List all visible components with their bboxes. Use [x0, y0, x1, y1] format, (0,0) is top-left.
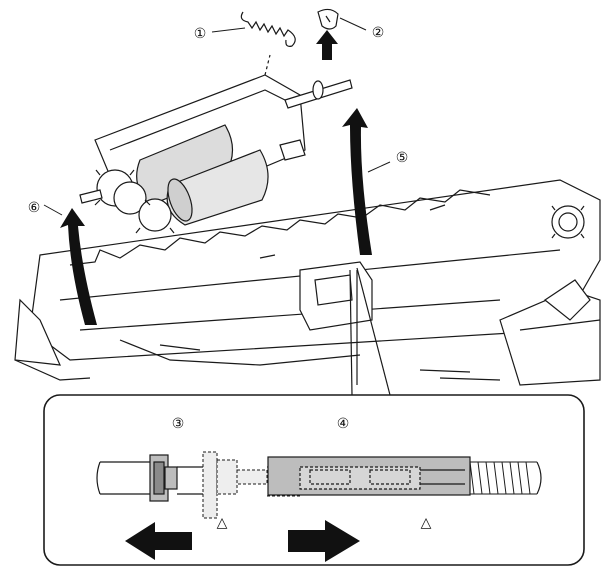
arrow-6	[60, 208, 97, 325]
callout-labels: ① ② ③ ④ ⑤ ⑥	[28, 24, 409, 431]
coupling-part	[267, 456, 471, 496]
inset-spring	[469, 461, 537, 495]
e-ring-clip	[317, 8, 339, 30]
callout-6: ⑥	[28, 199, 41, 215]
right-arrow	[288, 520, 360, 562]
inset-shaft	[96, 461, 542, 495]
arrow-5	[342, 108, 372, 255]
bearing-part	[149, 454, 178, 502]
ghost-collar	[202, 451, 300, 519]
pickup-roller-unit	[79, 54, 353, 234]
callout-4: ④	[337, 415, 350, 431]
machine-frame	[14, 179, 601, 386]
callout-5: ⑤	[396, 149, 409, 165]
magnifier-lines	[349, 267, 391, 396]
triangle-marker-1: △	[217, 514, 228, 530]
callout-3: ③	[172, 415, 185, 431]
detail-inset: △ △	[43, 394, 585, 566]
triangle-marker-2: △	[421, 514, 432, 530]
callout-1: ①	[194, 25, 207, 41]
spring-part	[240, 11, 296, 47]
left-arrow	[125, 522, 192, 560]
clip-up-arrow	[316, 30, 338, 60]
shaft-middle	[177, 466, 203, 495]
callout-2: ②	[372, 24, 385, 40]
